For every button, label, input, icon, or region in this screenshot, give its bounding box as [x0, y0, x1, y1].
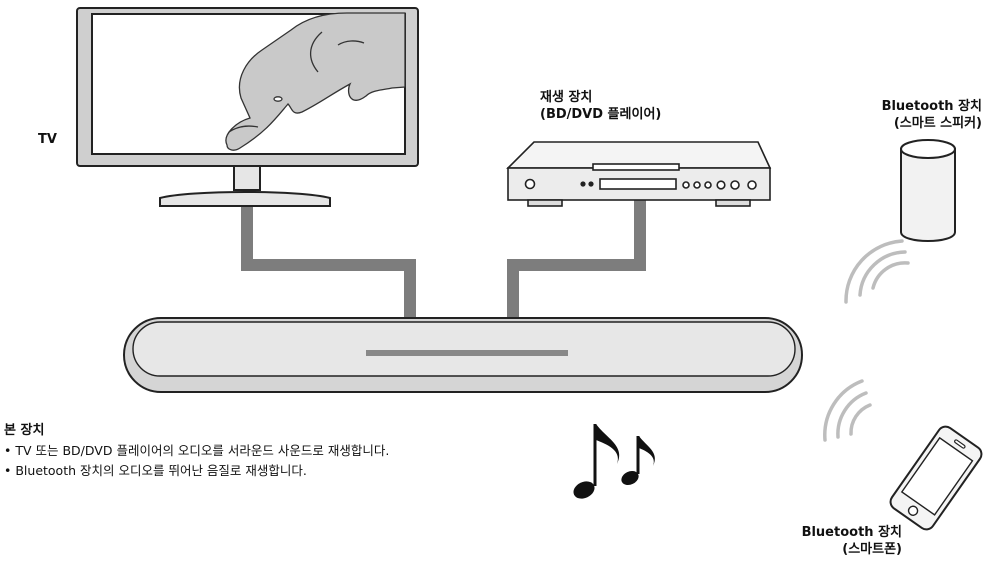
tv-cable [241, 197, 416, 318]
player-cable [507, 200, 646, 318]
cables [241, 197, 646, 318]
bt-phone-label-line2: (스마트폰) [842, 542, 902, 557]
smart-speaker-icon [900, 139, 956, 242]
phone-waves [823, 379, 872, 442]
description-heading: 본 장치 [4, 423, 45, 438]
bt-speaker-label: Bluetooth 장치 (스마트 스피커) [882, 98, 982, 132]
description-item: • Bluetooth 장치의 오디오를 뛰어난 음질로 재생합니다. [4, 463, 307, 478]
tv-label-text: TV [38, 132, 57, 147]
music-notes-icon [573, 424, 655, 499]
player-label: 재생 장치 (BD/DVD 플레이어) [540, 89, 661, 123]
tv-label: TV [38, 131, 57, 148]
player-label-line2: (BD/DVD 플레이어) [540, 107, 662, 122]
soundbar-icon [123, 317, 803, 393]
description-block: 본 장치 • TV 또는 BD/DVD 플레이어의 오디오를 서라운드 사운드로… [4, 421, 389, 481]
speaker-waves [844, 239, 910, 304]
bd-player-icon [506, 141, 772, 207]
bt-speaker-label-line2: (스마트 스피커) [893, 116, 982, 131]
bt-phone-label-line1: Bluetooth 장치 [801, 525, 902, 540]
dolphin-icon [225, 12, 406, 151]
bt-phone-label: Bluetooth 장치 (스마트폰) [802, 524, 902, 558]
tv-icon [76, 7, 419, 207]
player-label-line1: 재생 장치 [540, 90, 593, 105]
description-item: • TV 또는 BD/DVD 플레이어의 오디오를 서라운드 사운드로 재생합니… [4, 443, 390, 458]
smartphone-icon [889, 425, 983, 531]
bt-speaker-label-line1: Bluetooth 장치 [881, 99, 982, 114]
